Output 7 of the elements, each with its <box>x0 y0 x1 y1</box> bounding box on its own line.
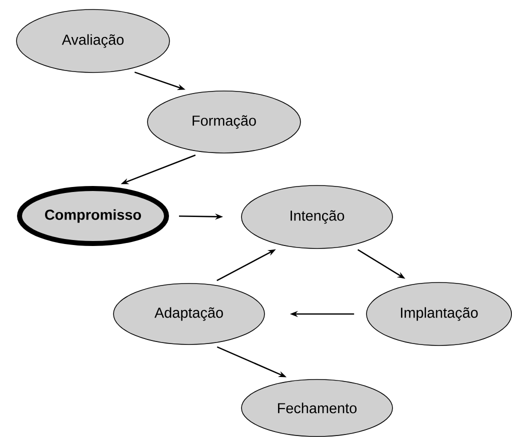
ellipse-node: Formação <box>147 90 301 154</box>
ellipse-node: Intenção <box>241 185 393 249</box>
ellipse-node: Fechamento <box>241 379 393 437</box>
ellipse-node: Implantação <box>366 282 512 346</box>
ellipse-node: Adaptação <box>113 283 265 345</box>
ellipse-node: Avaliação <box>16 9 170 73</box>
ellipse-node: Compromisso <box>17 186 169 246</box>
